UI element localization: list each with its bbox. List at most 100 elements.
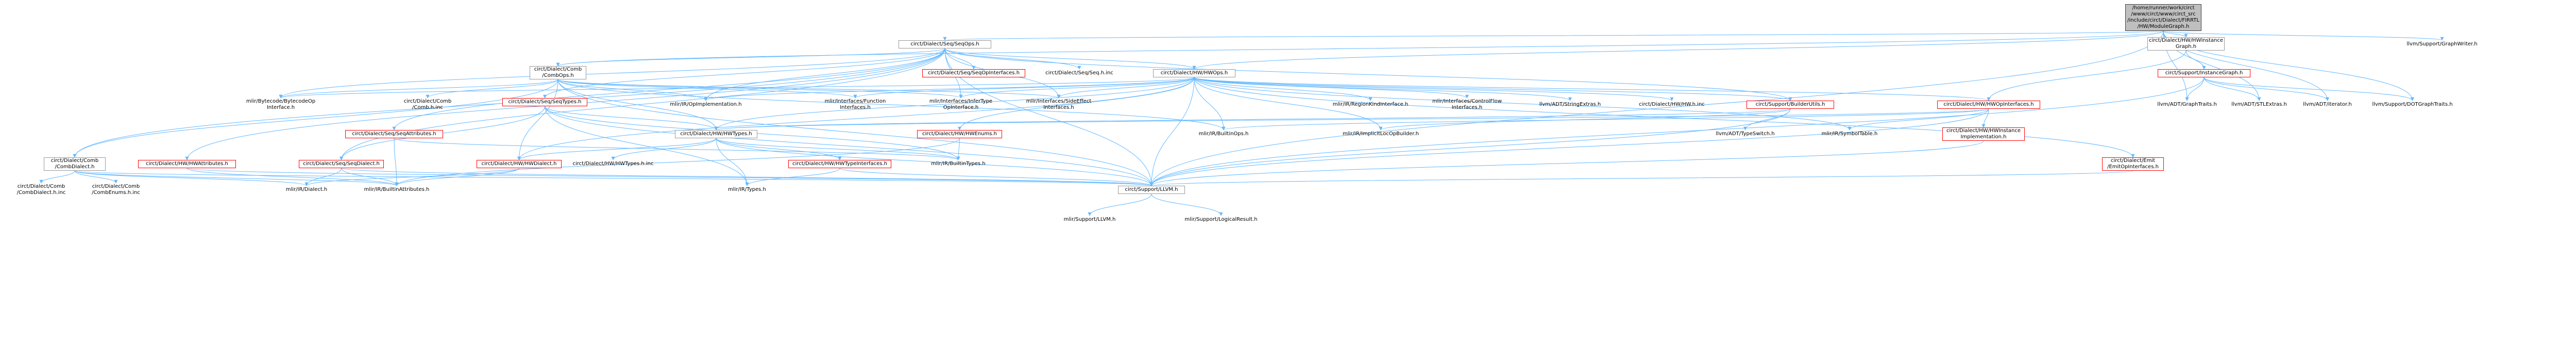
edge-hwopinterfaces-to-builtinops [1222, 108, 1989, 131]
edge-seqops-to-opimpl [704, 48, 945, 101]
node-mlirllvm[interactable]: mlir/Support/LLVM.h [1063, 217, 1116, 222]
node-combdialect[interactable]: circt/Dialect/Comb /CombDialect.h [44, 157, 106, 171]
edge-combops-to-combhinc [426, 79, 558, 99]
edge-hwopinterfaces-to-symboltable [1848, 108, 1989, 131]
edge-seqtypes-to-seqdialect [340, 106, 545, 160]
node-combenumshinc[interactable]: circt/Dialect/Comb /CombEnums.h.inc [92, 184, 140, 196]
node-seqdialect[interactable]: circt/Dialect/Seq/SeqDialect.h [299, 160, 384, 168]
node-builderutils[interactable]: circt/Support/BuilderUtils.h [1747, 101, 1834, 109]
node-root: /home/runner/work/circt /www/circt/www/c… [2125, 4, 2201, 31]
node-mlirdialect[interactable]: mlir/IR/Dialect.h [285, 187, 328, 192]
node-seqops[interactable]: circt/Dialect/Seq/SeqOps.h [899, 40, 991, 48]
edge-combops-to-hwdialect [517, 79, 558, 160]
edge-combops-to-bytecodeopinterface [279, 79, 558, 99]
node-hwinstimpl[interactable]: circt/Dialect/HW/HWInstance Implementati… [1942, 127, 2025, 141]
node-opimpl[interactable]: mlir/IR/OpImplementation.h [670, 102, 742, 107]
node-mlirtypes[interactable]: mlir/IR/Types.h [728, 187, 766, 192]
node-circtllvm[interactable]: circt/Support/LLVM.h [1118, 186, 1185, 194]
edge-hwops-to-hwdialect [517, 77, 1195, 160]
edge-hwops-to-builtinops [1194, 77, 1226, 131]
node-hwhinc[interactable]: circt/Dialect/HW/HW.h.inc [1639, 102, 1705, 107]
node-graphwriter[interactable]: llvm/Support/GraphWriter.h [2406, 41, 2478, 47]
edge-hwops-to-symboltable [1194, 77, 1852, 131]
node-hwtypeinterfaces[interactable]: circt/Dialect/HW/HWTypeInterfaces.h [788, 160, 891, 168]
node-builtinops[interactable]: mlir/IR/BuiltinOps.h [1198, 131, 1249, 137]
node-seqtypes[interactable]: circt/Dialect/Seq/SeqTypes.h [502, 98, 587, 106]
edge-hwops-to-bytecodeopinterface [279, 77, 1195, 99]
edge-hwops-to-sideeffect [1057, 77, 1195, 99]
edge-combops-to-infertype [557, 79, 963, 99]
edge-hwattributes-to-circtllvm [187, 168, 1153, 186]
edge-hwtypes-to-builtintypes [716, 138, 960, 160]
edge-seqops-to-seqattributes [392, 48, 945, 131]
node-hwattributes[interactable]: circt/Dialect/HW/HWAttributes.h [138, 160, 236, 168]
edge-root-to-seqops [944, 30, 2164, 41]
node-controlflow[interactable]: mlir/Interfaces/ControlFlow Interfaces.h [1432, 99, 1502, 110]
edge-root-to-circtllvm [1149, 30, 2164, 186]
edge-hwopinterfaces-to-hwinstimpl [1981, 108, 1989, 128]
edge-circtllvm-to-mlirllvm [1088, 193, 1152, 216]
edge-hwinstimpl-to-circtllvm [1149, 140, 1984, 186]
edge-hwenums-to-builtinattributes [395, 138, 960, 186]
edge-hwtypes-to-circtllvm [716, 138, 1154, 186]
edge-hwdialect-to-mlirdialect [304, 168, 519, 186]
node-implicitlocop[interactable]: mlir/IR/ImplicitLocOpBuilder.h [1342, 131, 1419, 137]
edge-seqdialect-to-mlirdialect [304, 168, 342, 186]
edge-hwops-to-hwenums [958, 77, 1195, 131]
node-symboltable[interactable]: mlir/IR/SymbolTable.h [1821, 131, 1878, 137]
edge-hwops-to-circtllvm [1149, 77, 1195, 186]
edge-seqops-to-combops [556, 48, 945, 67]
edge-seqops-to-hwops [944, 48, 1196, 70]
node-combhinc[interactable]: circt/Dialect/Comb /Comb.h.inc [403, 99, 452, 110]
node-combdialecthinc[interactable]: circt/Dialect/Comb /CombDialect.h.inc [16, 184, 66, 196]
edge-root-to-graphwriter [2163, 30, 2444, 41]
node-seqopinterfaces[interactable]: circt/Dialect/Seq/SeqOpInterfaces.h [922, 69, 1025, 77]
node-logicalresult[interactable]: mlir/Support/LogicalResult.h [1184, 217, 1258, 222]
node-hwops[interactable]: circt/Dialect/HW/HWOps.h [1153, 69, 1235, 77]
edge-seqops-to-seqdialect [340, 48, 945, 160]
node-seqhinc[interactable]: circt/Dialect/Seq/Seq.h.inc [1045, 70, 1113, 76]
node-hwtypeshinc[interactable]: circt/Dialect/HW/HWTypes.h.inc [572, 161, 654, 167]
edge-hwops-to-implicitlocop [1194, 77, 1383, 131]
node-emitopinterfaces[interactable]: circt/Dialect/Emit /EmitOpInterfaces.h [2102, 157, 2164, 171]
node-regionkind[interactable]: mlir/IR/RegionKindInterface.h [1332, 102, 1409, 107]
node-hwdialect[interactable]: circt/Dialect/HW/HWDialect.h [477, 160, 562, 168]
node-bytecodeopinterface[interactable]: mlir/Bytecode/BytecodeOp Interface.h [246, 99, 316, 110]
edge-hwtypes-to-hwtypeshinc [611, 138, 717, 160]
node-builtinattributes[interactable]: mlir/IR/BuiltinAttributes.h [364, 187, 430, 192]
node-seqattributes[interactable]: circt/Dialect/Seq/SeqAttributes.h [345, 130, 443, 138]
edge-root-to-hwops [1192, 30, 2164, 70]
edge-seqops-to-seqtypes [543, 48, 945, 99]
node-infertype[interactable]: mlir/Interfaces/InferType OpInterface.h [929, 99, 993, 110]
node-graphtraits[interactable]: llvm/ADT/GraphTraits.h [2157, 102, 2217, 107]
edge-instancegraph-to-iterator [2204, 77, 2329, 101]
edge-root-to-hwinstgraph [2163, 30, 2188, 38]
node-hwopinterfaces[interactable]: circt/Dialect/HW/HWOpInterfaces.h [1937, 101, 2040, 109]
edge-hwtypeinterfaces-to-circtllvm [839, 168, 1154, 186]
node-stringextras[interactable]: llvm/ADT/StringExtras.h [1539, 102, 1601, 107]
edge-seqops-to-bytecodeopinterface [279, 48, 945, 99]
node-iterator[interactable]: llvm/ADT/iterator.h [2303, 102, 2352, 107]
edge-combops-to-opimpl [557, 79, 708, 101]
edge-combdialect-to-builtinattributes [74, 170, 399, 186]
node-builtintypes[interactable]: mlir/IR/BuiltinTypes.h [931, 161, 986, 167]
edge-hwattributes-to-builtinattributes [187, 168, 399, 186]
edge-builderutils-to-implicitlocop [1379, 108, 1791, 131]
edge-seqops-to-seqhinc [944, 48, 1081, 70]
node-typeswitch[interactable]: llvm/ADT/TypeSwitch.h [1716, 131, 1775, 137]
edge-instancegraph-to-graphtraits [2185, 77, 2205, 101]
node-dotgraphtraits[interactable]: llvm/Support/DOTGraphTraits.h [2372, 102, 2453, 107]
node-combops[interactable]: circt/Dialect/Comb /CombOps.h [530, 66, 586, 79]
node-sideeffect[interactable]: mlir/Interfaces/SideEffect Interfaces.h [1026, 99, 1092, 110]
edge-hwops-to-hwtypes [714, 77, 1195, 131]
node-hwinstgraph[interactable]: circt/Dialect/HW/HWInstance Graph.h [2147, 37, 2225, 51]
node-stlextras[interactable]: llvm/ADT/STLExtras.h [2231, 102, 2287, 107]
node-instancegraph[interactable]: circt/Support/InstanceGraph.h [2158, 69, 2250, 77]
node-functioninterfaces[interactable]: mlir/Interfaces/Function Interfaces.h [824, 99, 886, 110]
node-hwenums[interactable]: circt/Dialect/HW/HWEnums.h [917, 130, 1002, 138]
edge-combops-to-combdialect [73, 79, 558, 158]
edge-combops-to-sideeffect [557, 79, 1061, 99]
node-hwtypes[interactable]: circt/Dialect/HW/HWTypes.h [675, 130, 757, 138]
edge-combops-to-hwtypes [557, 79, 718, 131]
